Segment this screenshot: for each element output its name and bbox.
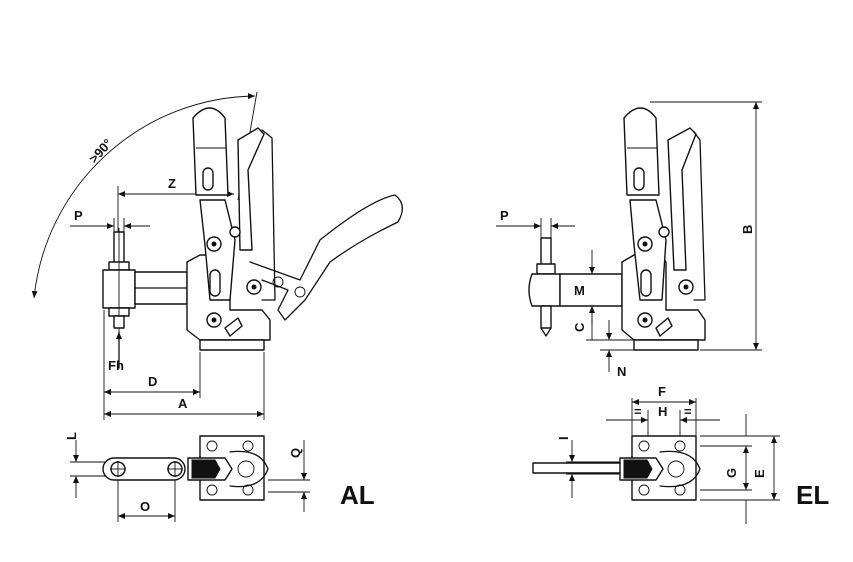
label-a: A	[178, 396, 188, 411]
label-o: O	[140, 499, 150, 514]
label-g: G	[724, 468, 739, 478]
label-eq-1: =	[634, 404, 642, 419]
al-top-view: L O Q AL	[64, 432, 375, 522]
label-p-left: P	[74, 208, 83, 223]
el-side-view: P M C N	[496, 101, 762, 379]
label-e: E	[752, 469, 767, 478]
label-n: N	[617, 364, 626, 379]
label-h: H	[658, 404, 667, 419]
label-l: L	[64, 432, 79, 440]
view-label-el: EL	[796, 480, 829, 510]
view-label-al: AL	[340, 480, 375, 510]
label-z: Z	[168, 176, 176, 191]
label-fh: Fh	[108, 358, 124, 373]
label-f: F	[658, 384, 666, 399]
el-top-view: F H = = I G E EL	[532, 384, 829, 524]
label-m: M	[574, 283, 585, 298]
label-eq-2: =	[684, 404, 692, 419]
label-b: B	[740, 225, 755, 234]
label-p-right: P	[500, 208, 509, 223]
angle-arc	[31, 93, 256, 299]
label-q: Q	[288, 448, 303, 458]
label-c: C	[572, 322, 587, 332]
label-i: I	[556, 436, 571, 440]
al-side-view: >90° Z P Fh	[31, 91, 403, 420]
label-d: D	[148, 374, 157, 389]
